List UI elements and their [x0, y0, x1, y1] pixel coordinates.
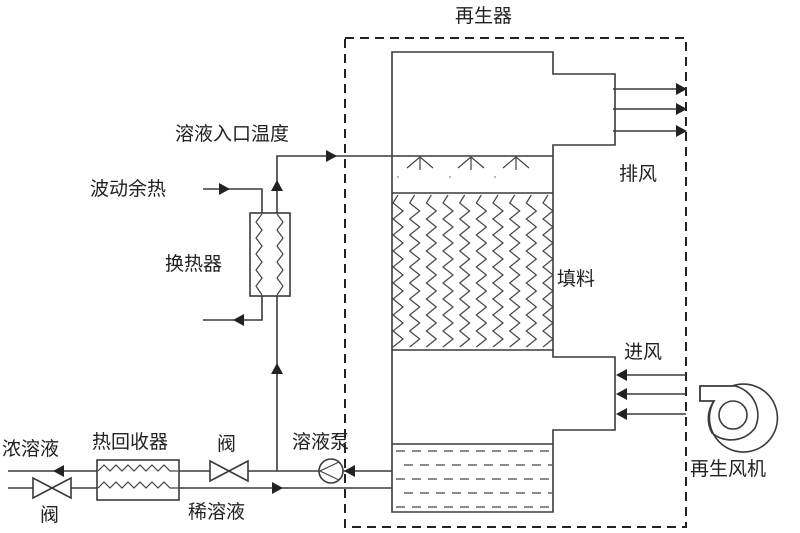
label-solution-inlet-temp: 溶液入口温度	[175, 123, 289, 145]
spray-nozzle	[457, 156, 485, 170]
heat-recovery-unit	[96, 459, 180, 501]
spray-nozzle	[502, 156, 530, 170]
solution-pump-icon	[318, 458, 344, 484]
valve-upper-icon	[209, 459, 249, 483]
valve-lower-icon	[32, 476, 72, 500]
label-fluctuating-waste-heat: 波动余热	[90, 178, 166, 200]
packing-zigzag	[458, 194, 471, 348]
heat-exchanger	[249, 212, 291, 297]
packing-zigzag	[425, 194, 438, 348]
packing-media	[392, 194, 554, 348]
solution-tank-liquid	[396, 450, 552, 508]
spray-nozzle	[406, 156, 434, 170]
regenerator-column	[391, 51, 616, 513]
spray-nozzles	[406, 156, 530, 170]
label-solution-pump: 溶液泵	[292, 431, 349, 453]
packing-zigzag	[392, 194, 404, 348]
label-inlet-air: 进风	[624, 341, 662, 363]
label-heat-exchanger: 换热器	[165, 253, 222, 275]
inlet-air-arrows	[616, 369, 686, 420]
exhaust-air-arrows	[613, 83, 687, 137]
label-packing: 填料	[557, 268, 595, 290]
label-valve-upper: 阀	[217, 433, 236, 455]
label-valve-lower: 阀	[40, 504, 59, 526]
packing-zigzag	[542, 194, 554, 348]
waste-heat-lines	[203, 183, 263, 326]
packing-zigzag	[492, 194, 504, 348]
label-regeneration-fan: 再生风机	[690, 458, 766, 480]
dilute-solution-line	[8, 482, 392, 494]
label-heat-recovery: 热回收器	[92, 431, 168, 453]
label-concentrated-solution: 浓溶液	[2, 438, 59, 460]
concentrated-solution-line	[8, 465, 392, 477]
label-exhaust-air: 排风	[619, 163, 657, 185]
packing-zigzag	[475, 194, 488, 348]
riser-arrow	[271, 363, 283, 374]
regenerator-boundary	[344, 37, 687, 528]
packing-zigzag	[442, 194, 454, 348]
label-regenerator: 再生器	[455, 5, 512, 27]
spray-droplets	[397, 176, 496, 178]
label-dilute-solution: 稀溶液	[188, 501, 245, 523]
regeneration-fan-icon	[699, 383, 779, 453]
packing-zigzag	[525, 194, 538, 348]
packing-zigzag	[508, 194, 521, 348]
packing-zigzag	[408, 194, 421, 348]
solution-inlet-line	[271, 150, 392, 213]
